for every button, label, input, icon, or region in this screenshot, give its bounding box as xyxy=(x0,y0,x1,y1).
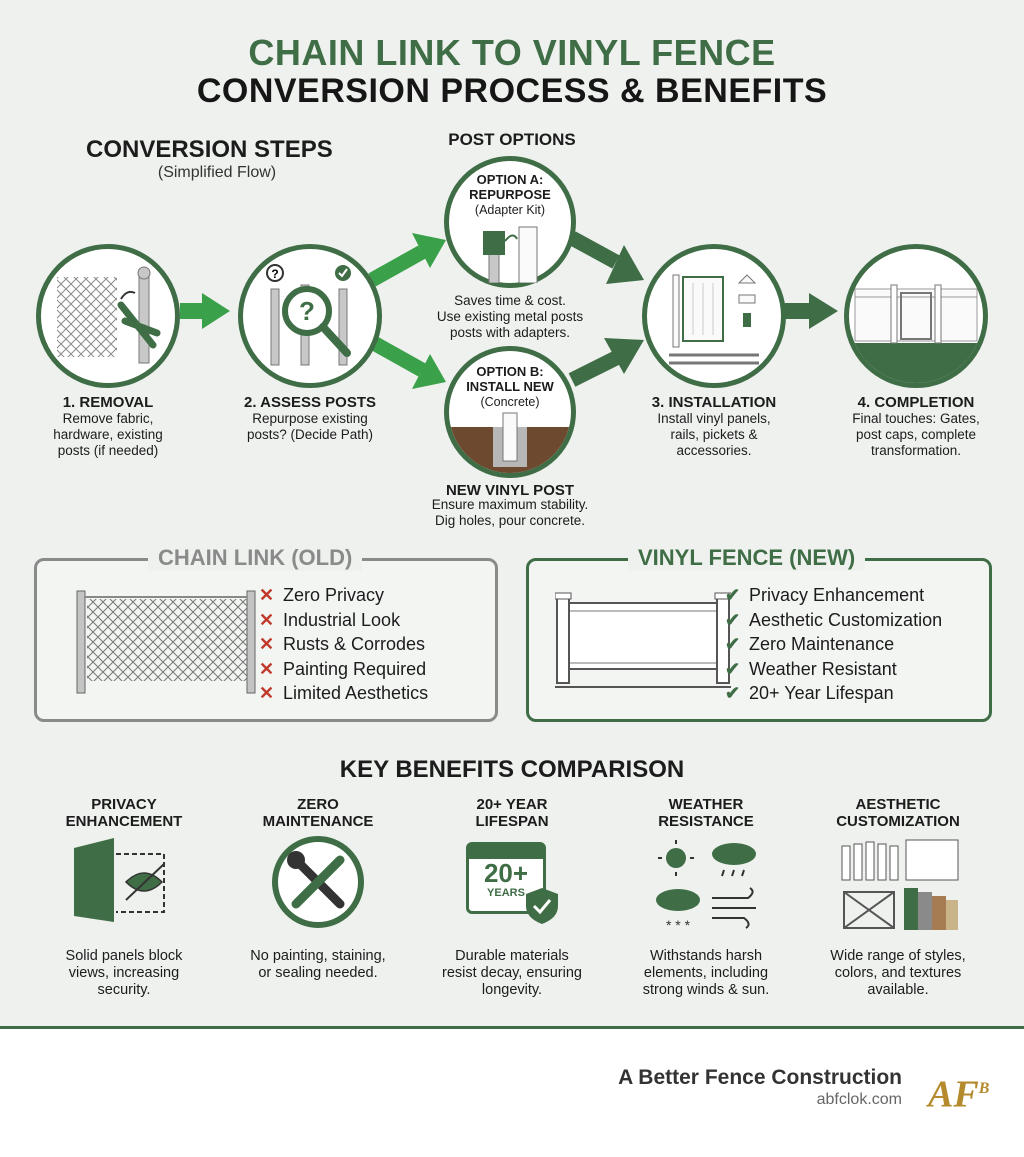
option-b-circle xyxy=(444,346,576,478)
post-options-heading: POST OPTIONS xyxy=(448,130,576,149)
arrow-install-to-complete-icon xyxy=(785,293,838,329)
installation-circle xyxy=(642,244,786,388)
pro-item: ✔Aesthetic Customization xyxy=(725,608,942,633)
footer-bar xyxy=(0,1026,1024,1157)
check-icon: ✔ xyxy=(725,585,741,605)
steps-subheading: (Simplified Flow) xyxy=(157,164,277,181)
steps-heading: CONVERSION STEPS xyxy=(86,136,333,163)
con-item: ✕Industrial Look xyxy=(259,608,428,633)
step-removal-title: 1. REMOVAL xyxy=(62,394,154,411)
con-item: ✕Painting Required xyxy=(259,657,428,682)
adapter-kit-icon xyxy=(483,226,538,284)
vinyl-pros-list: ✔Privacy Enhancement ✔Aesthetic Customiz… xyxy=(725,583,942,706)
completed-fence-icon xyxy=(849,284,983,383)
check-icon: ✔ xyxy=(725,683,741,703)
fence-styles-palette-icon xyxy=(841,839,959,930)
step-installation-desc: Install vinyl panels,rails, pickets &acc… xyxy=(657,411,771,458)
arrow-assess-to-option-b-icon xyxy=(368,335,446,389)
option-b-desc-title: NEW VINYL POST xyxy=(445,482,575,499)
lifespan-badge-label: YEARS xyxy=(487,887,525,899)
page-title-line1: CHAIN LINK TO VINYL FENCE xyxy=(248,32,776,73)
step-installation-title: 3. INSTALLATION xyxy=(651,394,777,411)
x-icon: ✕ xyxy=(259,609,275,630)
benefits-heading: KEY BENEFITS COMPARISON xyxy=(339,756,685,783)
company-website[interactable]: abfclok.com xyxy=(816,1091,902,1108)
rain-cloud-icon xyxy=(712,843,756,877)
check-icon: ✔ xyxy=(725,609,741,630)
option-a-sub: (Adapter Kit) xyxy=(474,203,546,217)
removal-circle xyxy=(36,244,180,388)
ranch-fence-icon xyxy=(843,891,895,929)
option-b-title: OPTION B:INSTALL NEW xyxy=(466,364,554,394)
option-b-sub: (Concrete) xyxy=(480,395,540,409)
completion-circle xyxy=(844,244,988,388)
pro-item: ✔Privacy Enhancement xyxy=(725,583,942,608)
no-tools-icon xyxy=(272,836,364,928)
lifespan-badge-number: 20+ xyxy=(483,858,529,888)
chain-link-old-label: CHAIN LINK (OLD) xyxy=(148,545,363,571)
pro-item: ✔Zero Maintenance xyxy=(725,632,942,657)
x-icon: ✕ xyxy=(259,683,275,703)
vinyl-new-label: VINYL FENCE (NEW) xyxy=(628,545,866,571)
option-a-circle xyxy=(444,156,576,288)
wind-icon xyxy=(712,887,756,929)
check-icon: ✔ xyxy=(725,658,741,679)
assess-circle: ? ? xyxy=(238,244,382,388)
picket-fence-icon xyxy=(841,841,899,881)
shield-check-icon xyxy=(526,888,558,924)
benefit-maintenance-desc: No painting, staining,or sealing needed. xyxy=(250,948,386,981)
svg-text:?: ? xyxy=(271,267,278,281)
con-item: ✕Rusts & Corrodes xyxy=(259,632,428,657)
svg-text:* * *: * * * xyxy=(666,917,691,933)
removal-icon xyxy=(57,266,161,364)
vinyl-fence-icon xyxy=(555,592,731,688)
option-a-title: OPTION A:REPURPOSE xyxy=(469,172,551,202)
x-icon: ✕ xyxy=(259,658,275,679)
chain-link-old-box: ✕Zero Privacy ✕Industrial Look ✕Rusts & … xyxy=(34,558,498,722)
page-title-line2: CONVERSION PROCESS & BENEFITS xyxy=(196,72,828,110)
color-swatch-icon xyxy=(904,888,958,930)
check-icon: ✔ xyxy=(725,634,741,654)
arrow-option-b-to-install-icon xyxy=(568,338,644,387)
con-item: ✕Limited Aesthetics xyxy=(259,681,428,706)
x-icon: ✕ xyxy=(259,634,275,654)
privacy-panel-icon xyxy=(74,838,165,922)
company-logo: AFB xyxy=(928,1073,990,1116)
arrow-option-a-to-install-icon xyxy=(568,231,644,284)
arrow-removal-to-assess-icon xyxy=(180,293,230,329)
arrow-assess-to-option-a-icon xyxy=(368,233,446,287)
svg-text:?: ? xyxy=(299,296,315,326)
chain-link-cons-list: ✕Zero Privacy ✕Industrial Look ✕Rusts & … xyxy=(259,583,428,706)
step-assess-title: 2. ASSESS POSTS xyxy=(244,394,376,411)
pro-item: ✔20+ Year Lifespan xyxy=(725,681,942,706)
sun-icon xyxy=(658,840,694,876)
weather-icons: * * * xyxy=(656,840,756,933)
privacy-fence-style-icon xyxy=(905,839,959,881)
step-completion-title: 4. COMPLETION xyxy=(857,394,975,411)
chain-link-fence-icon xyxy=(76,590,256,694)
option-a-desc: Saves time & cost.Use existing metal pos… xyxy=(436,293,584,340)
vinyl-new-box: ✔Privacy Enhancement ✔Aesthetic Customiz… xyxy=(526,558,992,722)
company-name: A Better Fence Construction xyxy=(618,1066,902,1089)
flow-arrows xyxy=(180,231,838,389)
vinyl-panel-parts-icon xyxy=(669,274,759,365)
snow-cloud-icon: * * * xyxy=(656,889,700,933)
assess-posts-icon: ? ? xyxy=(266,264,351,366)
con-item: ✕Zero Privacy xyxy=(259,583,428,608)
x-icon: ✕ xyxy=(259,585,275,605)
step-completion-desc: Final touches: Gates,post caps, complete… xyxy=(852,411,980,458)
benefit-aesthetic-desc: Wide range of styles,colors, and texture… xyxy=(830,948,966,998)
option-b-desc: Ensure maximum stability.Dig holes, pour… xyxy=(431,497,589,528)
pro-item: ✔Weather Resistant xyxy=(725,657,942,682)
